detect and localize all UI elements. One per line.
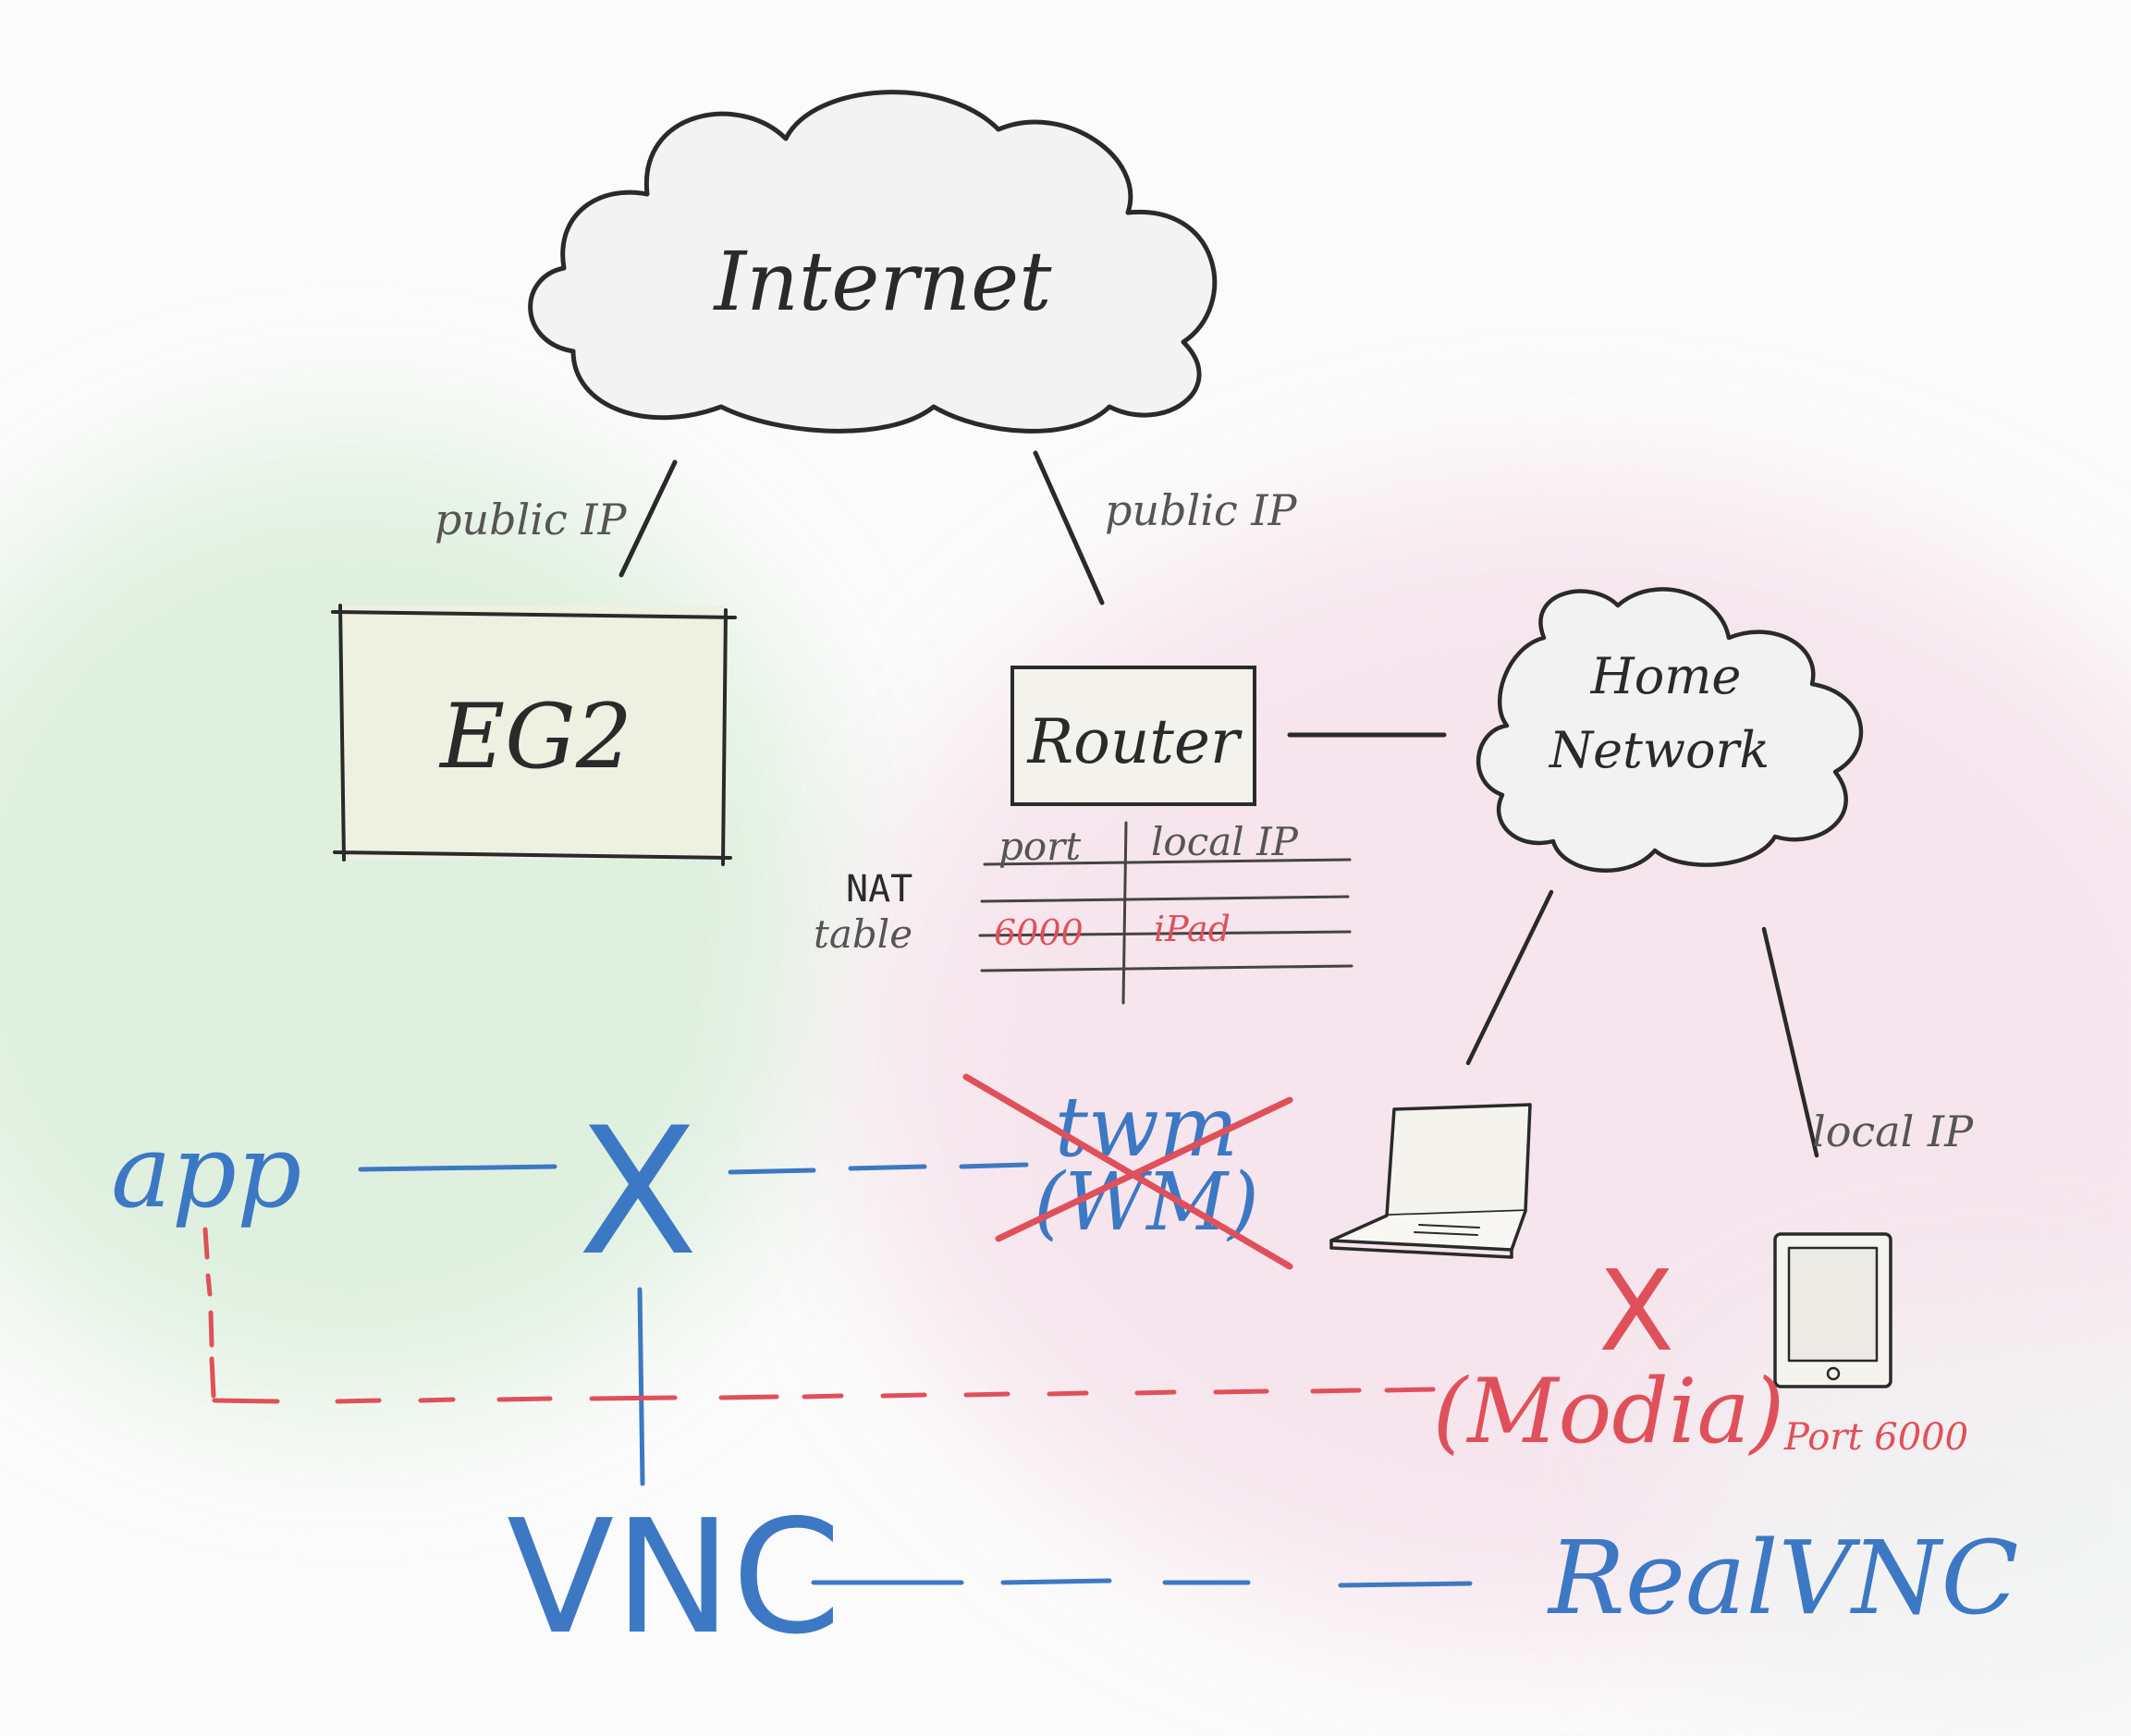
home-network-label-line2: Network [1548,721,1770,779]
x-modia-server: X (Modia) [1433,1248,1784,1463]
vnc-label: VNC [507,1486,841,1669]
vnc-realvnc-link [811,1578,1473,1588]
x-modia-label-line2: (Modia) [1433,1360,1784,1463]
x-modia-label-line1: X [1598,1248,1674,1376]
nat-header-local-ip: local IP [1151,819,1299,864]
x-server-label: X [578,1090,698,1294]
app-label: app [111,1112,301,1230]
twm-crossed-out-mark [962,1073,1293,1270]
nat-header-port: port [998,824,1081,869]
twm-label-line1: twm [1055,1079,1239,1176]
home-device-links [1465,889,1819,1158]
ipad-icon [1773,1232,1892,1388]
eg2-label: EG2 [438,685,632,789]
realvnc-label: RealVNC [1547,1519,2019,1637]
internet-links [618,450,1105,605]
router-label: Router [1026,706,1243,777]
nat-table-label-line1: NAT [846,868,912,911]
nat-table-label-line2: table [814,911,912,957]
public-ip-label-left: public IP [435,495,627,544]
eg2-server-box: EG2 [331,604,737,866]
home-network-cloud: Home Network [1476,587,1864,873]
local-ip-label: local IP [1812,1106,1974,1156]
internet-label: Internet [712,234,1052,329]
app-modia-dashed-link [202,1227,1436,1404]
twm-window-manager: twm (WM) [962,1073,1293,1270]
app-x-link [358,1162,1029,1175]
router-box: Router [1010,666,1256,806]
laptop-icon [1329,1103,1532,1259]
nat-cell-local-ip: iPad [1154,909,1231,949]
nat-table: NAT table port local IP 6000 iPad [814,819,1353,1005]
x-vnc-link [637,1287,645,1486]
home-network-label-line1: Home [1590,647,1742,705]
internet-cloud: Internet [528,90,1218,434]
ipad-port-label: Port 6000 [1783,1416,1968,1459]
nat-cell-port: 6000 [994,912,1084,953]
public-ip-label-right: public IP [1105,485,1297,535]
